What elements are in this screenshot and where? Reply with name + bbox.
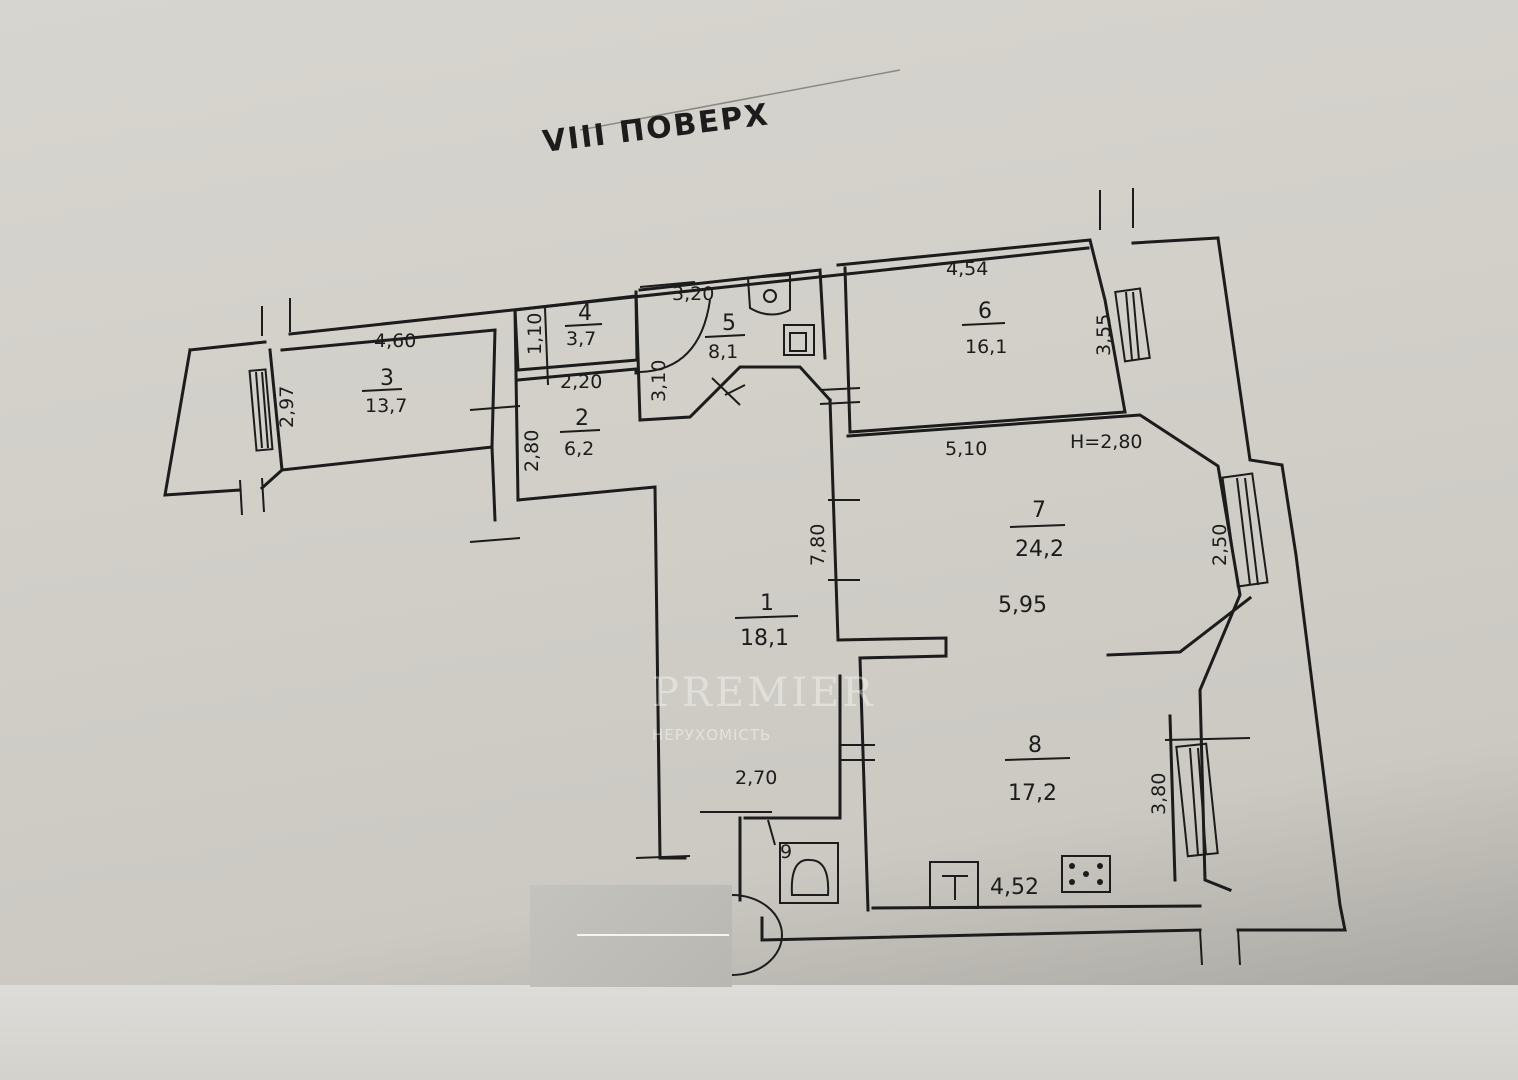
- dim-room7-bay: 2,50: [1209, 524, 1231, 566]
- room-2-number: 2: [575, 406, 589, 431]
- door-marks: [469, 281, 1251, 976]
- dimension-labels: 4,60 2,97 1,10 3,20 3,10 2,20 2,80 7,80 …: [276, 258, 1231, 900]
- dim-room6-depth: 3,55: [1093, 314, 1115, 356]
- dim-room2-width: 2,20: [560, 371, 602, 393]
- room-5-number: 5: [722, 311, 736, 336]
- room-6-number: 6: [978, 299, 992, 324]
- toilet-icon: [746, 273, 791, 316]
- room-7-number: 7: [1032, 498, 1046, 523]
- stove-icon: [1061, 855, 1111, 893]
- windows: [239, 188, 1269, 966]
- washbasin-icon: [779, 842, 839, 904]
- counter-icon: [929, 861, 979, 909]
- dim-ceiling-height: H=2,80: [1070, 431, 1143, 453]
- dim-room2-depth: 2,80: [521, 430, 543, 472]
- dim-room5-width: 3,20: [672, 283, 714, 305]
- watermark-tagline: НЕРУХОМІСТЬ: [652, 726, 771, 744]
- room-4-area: 3,7: [566, 328, 596, 350]
- room-2-area: 6,2: [564, 438, 594, 460]
- blurred-patch: [530, 885, 732, 987]
- room-4-number: 4: [578, 301, 592, 326]
- room-6-area: 16,1: [965, 336, 1007, 358]
- dim-room3-width: 4,60: [374, 330, 416, 352]
- paper-sheet: [0, 0, 1518, 990]
- room-1-area: 18,1: [740, 626, 789, 651]
- watermark: PREMIER НЕРУХОМІСТЬ: [652, 670, 875, 744]
- room-labels: 3 13,7 4 3,7 2 6,2 5 8,1 6 16,1 7 24,2 1…: [361, 299, 1071, 863]
- dim-room4-width: 1,10: [524, 313, 546, 355]
- fixtures: [746, 273, 1111, 909]
- patch-line: [577, 934, 729, 936]
- dim-room1-length: 7,80: [807, 524, 829, 566]
- room-7-area: 24,2: [1015, 537, 1064, 562]
- dim-room6-width: 4,54: [946, 258, 988, 280]
- room-3-number: 3: [380, 366, 394, 391]
- dim-room5-depth: 3,10: [648, 360, 670, 402]
- dim-room7-8-length: 5,95: [998, 593, 1047, 618]
- dim-room8-depth: 3,80: [1148, 773, 1170, 815]
- bottom-edge: [0, 985, 1518, 1080]
- room-8-number: 8: [1028, 733, 1042, 758]
- room-3-area: 13,7: [365, 395, 407, 417]
- dim-room3-depth: 2,97: [276, 386, 298, 428]
- dim-room8-width: 4,52: [990, 875, 1039, 900]
- room-5-area: 8,1: [708, 341, 738, 363]
- dim-room7-width: 5,10: [945, 438, 987, 460]
- sink-icon: [783, 324, 815, 356]
- watermark-brand: PREMIER: [652, 670, 875, 716]
- room-8-area: 17,2: [1008, 781, 1057, 806]
- partitions: [280, 238, 1253, 912]
- room-1-number: 1: [760, 591, 774, 616]
- dim-room1-width: 2,70: [735, 767, 777, 789]
- room-9-number: 9: [780, 841, 792, 863]
- outer-walls: [163, 236, 1347, 942]
- floor-title: VIII ПОВЕРХ: [541, 97, 772, 160]
- title-rule: [579, 69, 901, 131]
